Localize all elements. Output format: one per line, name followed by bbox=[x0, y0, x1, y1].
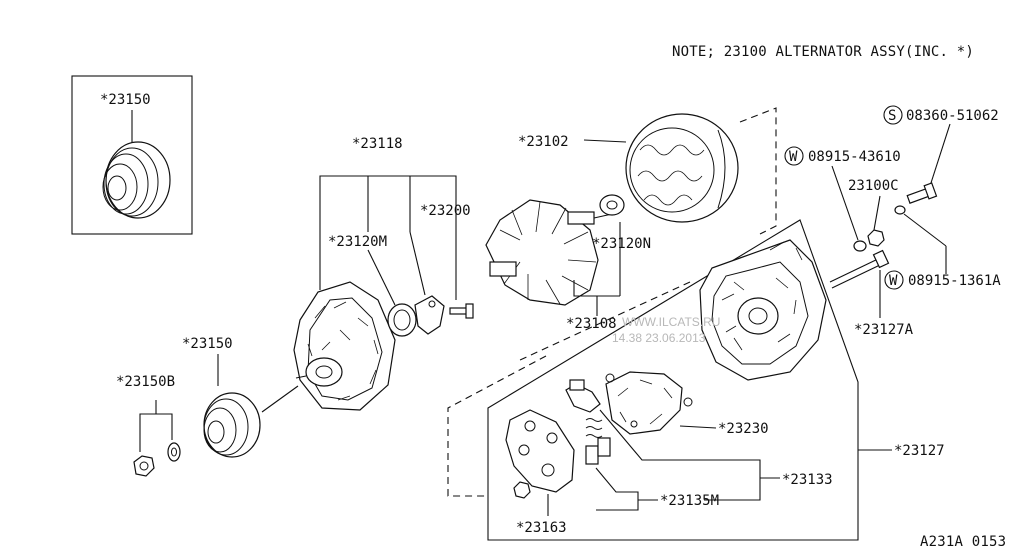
brush-springs-icon bbox=[585, 418, 603, 438]
label-23118[interactable]: *23118 bbox=[352, 136, 403, 152]
pulley-inset-icon bbox=[102, 141, 171, 219]
svg-text:S: S bbox=[888, 108, 896, 124]
svg-text:W: W bbox=[789, 149, 798, 165]
diagram-code: A231A 0153 bbox=[920, 534, 1006, 550]
nut-23100C-icon bbox=[867, 229, 885, 247]
pulley-washer-icon bbox=[167, 442, 181, 462]
rectifier-icon bbox=[605, 371, 693, 435]
label-23127A[interactable]: *23127A bbox=[854, 322, 914, 338]
brush-holder-icon bbox=[565, 379, 601, 413]
rear-housing-icon bbox=[699, 239, 827, 381]
rotor-icon bbox=[485, 199, 613, 306]
label-23150-inset[interactable]: *23150 bbox=[100, 92, 151, 108]
label-23163[interactable]: *23163 bbox=[516, 520, 567, 536]
label-23133[interactable]: *23133 bbox=[782, 472, 833, 488]
pulley-nut-icon bbox=[133, 455, 155, 477]
label-23135M[interactable]: *23135M bbox=[660, 493, 719, 509]
label-23120N[interactable]: *23120N bbox=[592, 236, 651, 252]
brushes-icon bbox=[585, 437, 611, 465]
label-23102[interactable]: *23102 bbox=[518, 134, 569, 150]
standard-part-symbol: S bbox=[883, 105, 903, 125]
label-08360-51062[interactable]: 08360-51062 bbox=[906, 108, 999, 124]
pulley-icon bbox=[203, 392, 261, 458]
rear-cover-nut-icon bbox=[513, 481, 531, 499]
label-23120M[interactable]: *23120M bbox=[328, 234, 387, 250]
rear-cover-icon bbox=[505, 409, 575, 493]
front-housing-icon bbox=[293, 281, 396, 411]
label-08915-43610[interactable]: 08915-43610 bbox=[808, 149, 901, 165]
pulley-inset-box: *23150 bbox=[71, 75, 193, 235]
label-23100C[interactable]: 23100C bbox=[848, 178, 899, 194]
washer-43610-icon bbox=[853, 240, 867, 252]
stator-icon bbox=[625, 113, 739, 223]
label-23150B[interactable]: *23150B bbox=[116, 374, 175, 390]
label-23230[interactable]: *23230 bbox=[718, 421, 769, 437]
assembly-note: NOTE; 23100 ALTERNATOR ASSY(INC. *) bbox=[672, 44, 974, 60]
screw-23200-icon bbox=[449, 303, 474, 319]
watermark-timestamp: 14.38 23.06.2013 bbox=[612, 331, 706, 345]
watermark-site: WWW.ILCATS.RU bbox=[622, 315, 720, 329]
label-23150[interactable]: *23150 bbox=[182, 336, 233, 352]
label-23127[interactable]: *23127 bbox=[894, 443, 945, 459]
label-23200[interactable]: *23200 bbox=[420, 203, 471, 219]
label-23108[interactable]: *23108 bbox=[566, 316, 617, 332]
washer-symbol-1: W bbox=[784, 146, 804, 166]
svg-text:W: W bbox=[889, 273, 898, 289]
washer-small-icon bbox=[894, 205, 906, 215]
front-bearing-icon bbox=[387, 303, 417, 337]
rear-housing-outline bbox=[487, 219, 859, 541]
washer-symbol-2: W bbox=[884, 270, 904, 290]
label-08915-1361A[interactable]: 08915-1361A bbox=[908, 273, 1001, 289]
bolt-icon bbox=[906, 182, 938, 204]
bearing-retainer-icon bbox=[414, 295, 445, 335]
rear-bearing-23120N-icon bbox=[599, 194, 625, 216]
through-bolt-icon bbox=[829, 249, 890, 289]
